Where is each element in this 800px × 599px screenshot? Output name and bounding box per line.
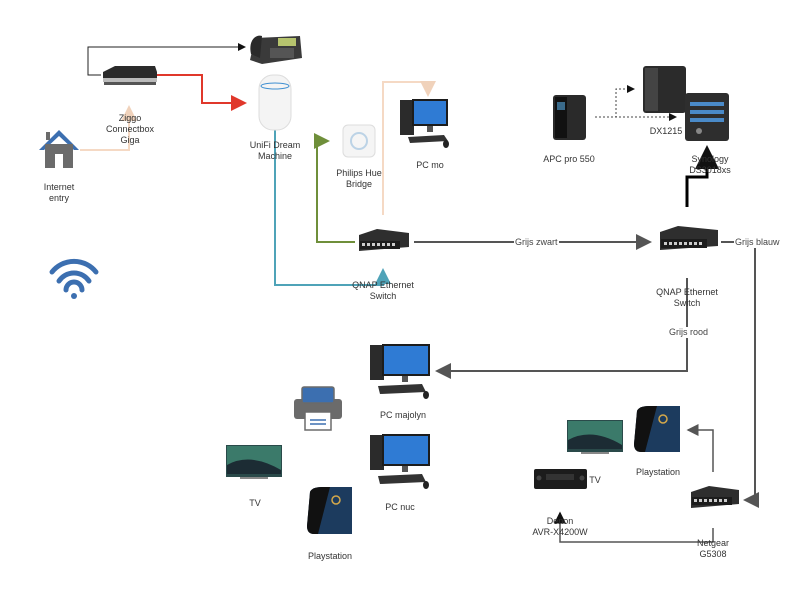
label-synology: Synology DS3018xs: [689, 154, 731, 175]
label-dx1215: DX1215: [649, 126, 683, 136]
label-pcmajolyn: PC majolyn: [379, 410, 426, 420]
edge-internet-ziggo: [80, 105, 137, 151]
switch-icon: [660, 226, 718, 250]
label-pcmo: PC mo: [416, 160, 444, 170]
tv-icon: [567, 420, 623, 454]
edge-netgear-denon: [554, 511, 714, 543]
edge-apc-dx1215: [595, 85, 635, 118]
nas-icon: [685, 93, 729, 141]
label-ps2: Playstation: [635, 467, 681, 477]
ups-icon: [553, 95, 586, 140]
label-unifi: UniFi Dream Machine: [249, 140, 301, 161]
desk-phone-icon: [250, 35, 302, 64]
game-console-icon: [634, 406, 680, 452]
label-ps1: Playstation: [307, 551, 353, 561]
label-tv2: TV: [589, 475, 601, 485]
edge-label-grijs-zwart: Grijs zwart: [514, 237, 559, 248]
game-console-icon: [307, 487, 352, 534]
label-internet: Internet entry: [43, 182, 75, 203]
label-ziggo: Ziggo Connectbox Giga: [105, 113, 155, 145]
label-qnap2: QNAP Ethernet Switch: [656, 287, 718, 308]
label-pcnuc: PC nuc: [385, 502, 415, 512]
desktop-pc-icon: [370, 344, 430, 399]
switch-icon: [691, 486, 739, 508]
edge-qnap2-pcmajolyn: [435, 278, 688, 379]
edge-label-grijs-rood: Grijs rood: [668, 327, 710, 338]
edge-qnap1-pcmo: [382, 81, 436, 215]
edge-unifi-qnap1: [274, 130, 391, 286]
edge-netgear-ps2: [686, 424, 714, 472]
av-receiver-icon: [534, 469, 587, 489]
edge-qnap2-netgear: [721, 241, 759, 508]
desktop-pc-icon: [370, 434, 430, 489]
label-qnap1: QNAP Ethernet Switch: [352, 280, 414, 301]
router-icon: [258, 74, 292, 131]
label-apc: APC pro 550: [543, 154, 595, 164]
edge-qnap1-hue: [314, 133, 355, 243]
modem-icon: [103, 66, 157, 85]
label-denon: Denon AVR-X4200W: [532, 516, 588, 537]
hue-bridge-icon: [342, 124, 376, 158]
wifi-icon: [49, 258, 99, 299]
edge-ziggo-unifi: [157, 74, 247, 111]
switch-icon: [359, 229, 409, 251]
edge-ziggo-phone: [87, 43, 246, 76]
label-tv1: TV: [249, 498, 261, 508]
label-hue: Philips Hue Bridge: [336, 168, 382, 189]
house-icon: [39, 130, 79, 168]
edge-qnap2-synology: [685, 145, 719, 207]
edge-label-grijs-blauw: Grijs blauw: [734, 237, 781, 248]
label-netgear: Netgear G5308: [696, 538, 730, 559]
desktop-pc-icon: [400, 99, 449, 148]
printer-icon: [294, 386, 342, 431]
tv-icon: [226, 445, 282, 479]
server-icon: [643, 66, 686, 113]
